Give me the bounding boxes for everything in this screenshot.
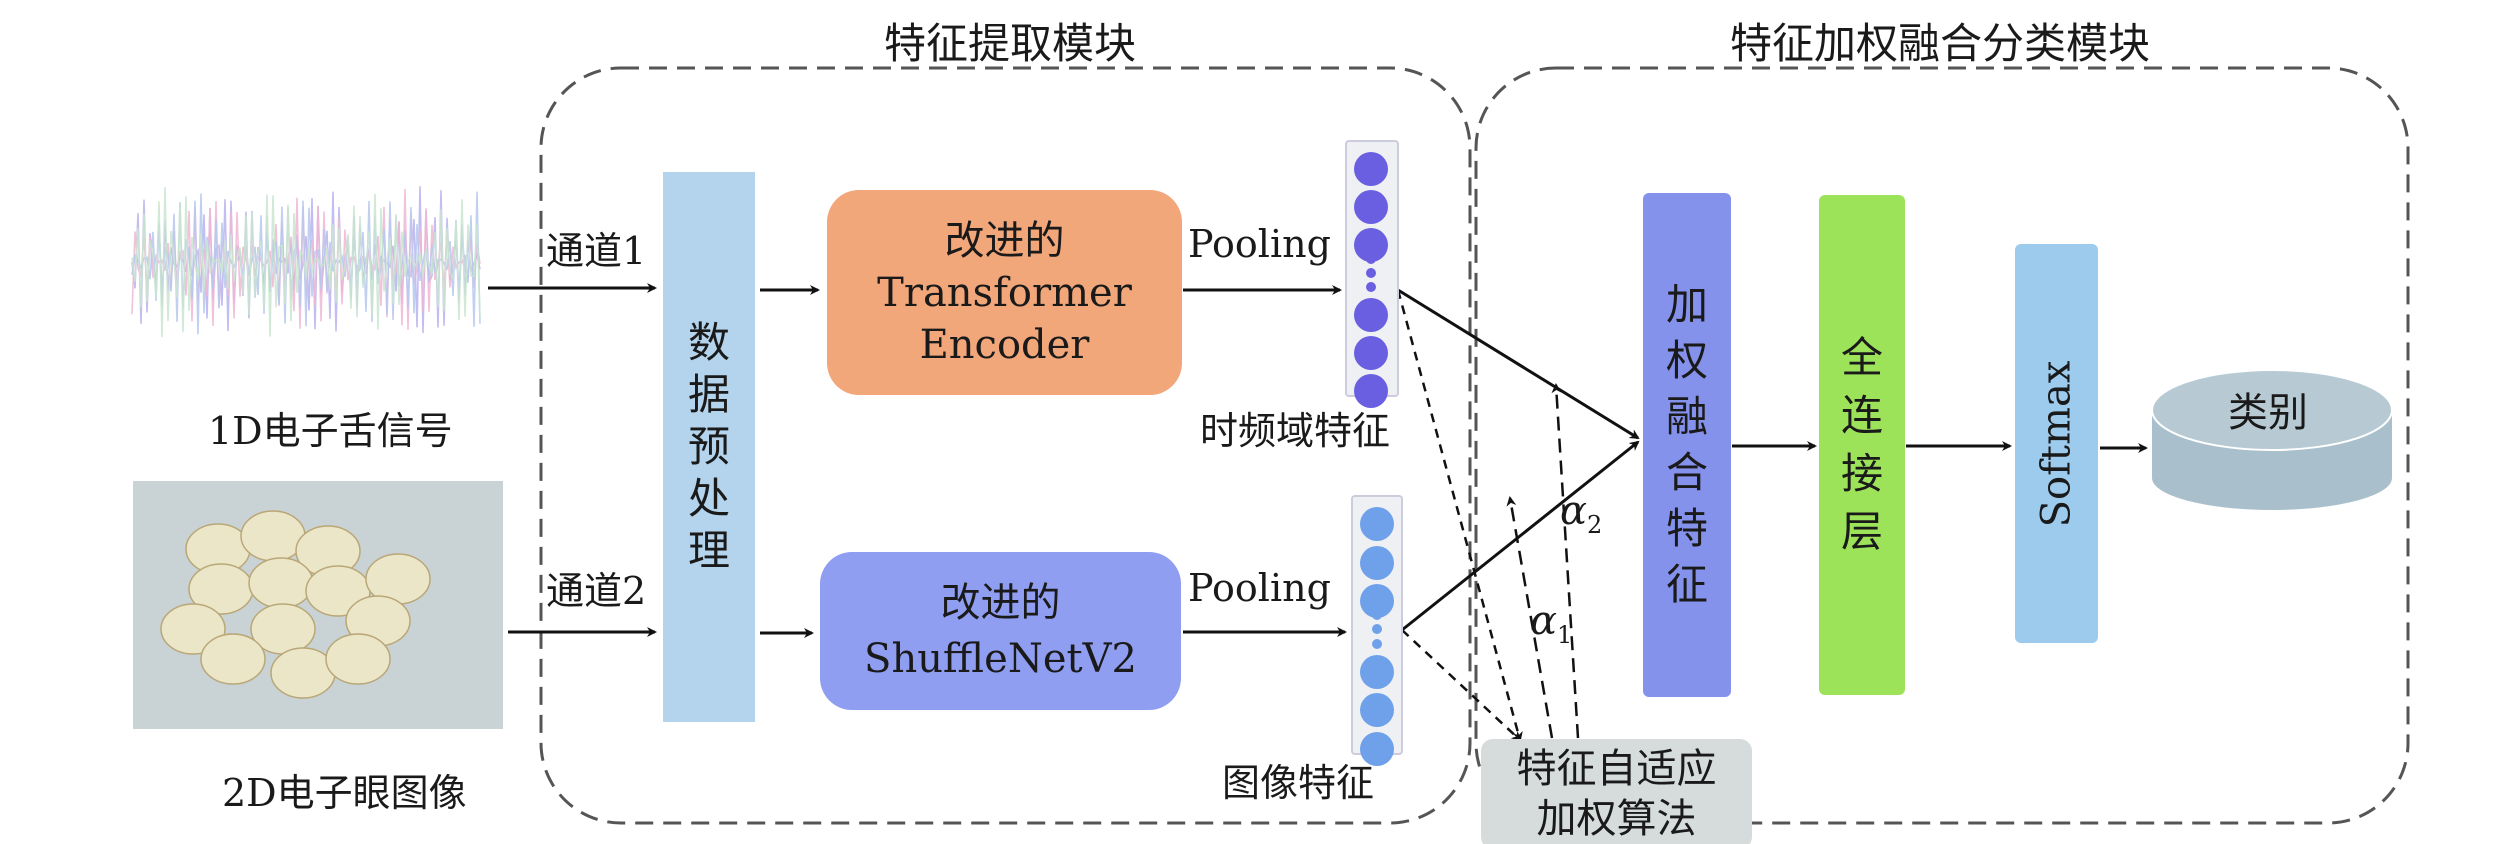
time-freq-feature-label: 时频域特征 xyxy=(1200,409,1391,453)
fc-label: 全连接层 xyxy=(1841,329,1883,561)
channel1-label: 通道1 xyxy=(546,229,647,273)
ellipsis-dot xyxy=(1372,624,1382,635)
image-to-adaptive-dashed xyxy=(1401,629,1522,742)
output-class-label: 类别 xyxy=(2228,390,2308,436)
feature-node xyxy=(1354,374,1388,408)
softmax-block: Softmax xyxy=(2015,244,2098,643)
feature-node xyxy=(1354,190,1388,224)
fully-connected-layer-block: 全连接层 xyxy=(1819,195,1905,695)
image-to-fusion-arrow xyxy=(1401,440,1640,632)
lotus-seed-photo xyxy=(133,481,503,729)
time-freq-to-fusion-arrow xyxy=(1397,288,1640,440)
seed xyxy=(200,633,266,685)
fusion-char: 特 xyxy=(1665,504,1708,553)
feature-extraction-module-border xyxy=(539,66,1472,825)
alpha1-dashed-arrow xyxy=(1506,496,1554,739)
pooling-top-label: Pooling xyxy=(1188,222,1331,266)
preprocess-char: 理 xyxy=(687,526,730,575)
weighted-fusion-feature-block: 加权融合特征 xyxy=(1643,193,1731,697)
preprocess-label: 数据预处理 xyxy=(688,317,730,577)
ellipsis-dot xyxy=(1366,254,1376,264)
feature-node xyxy=(1360,731,1394,766)
preprocess-char: 处 xyxy=(687,474,730,523)
alpha2-label: α2 xyxy=(1560,488,1602,539)
adaptive-line1: 特征自适应 xyxy=(1516,746,1717,792)
adaptive-line2: 加权算法 xyxy=(1536,796,1697,842)
pooling-bottom-label: Pooling xyxy=(1188,566,1331,610)
fusion-char: 合 xyxy=(1665,448,1708,497)
transformer-line3: Encoder xyxy=(919,321,1090,368)
ellipsis-dot xyxy=(1372,638,1382,649)
transformer-line2: Transformer xyxy=(877,269,1132,316)
output-cylinder xyxy=(2151,369,2393,510)
preprocess-char: 数 xyxy=(687,318,730,367)
fusion-char: 权 xyxy=(1665,336,1708,385)
preprocess-block: 数据预处理 xyxy=(663,172,755,722)
seed xyxy=(248,557,314,609)
fusion-char: 融 xyxy=(1665,392,1708,441)
feature-node xyxy=(1360,693,1394,728)
seed xyxy=(325,633,391,685)
fusion-classification-module-title: 特征加权融合分类模块 xyxy=(1729,19,2151,68)
fc-char: 层 xyxy=(1840,507,1883,556)
alpha1-label: α1 xyxy=(1530,598,1572,649)
transformer-encoder-block: 改进的 Transformer Encoder xyxy=(827,190,1182,395)
channel2-label: 通道2 xyxy=(546,569,647,613)
fusion-char: 征 xyxy=(1665,560,1708,609)
transformer-line1: 改进的 xyxy=(944,217,1065,264)
signal-label: 1D电子舌信号 xyxy=(208,409,453,453)
image-feature-vector xyxy=(1351,495,1403,766)
feature-node xyxy=(1354,336,1388,370)
image-label: 2D电子眼图像 xyxy=(222,771,467,815)
shufflenet-line1: 改进的 xyxy=(940,580,1061,626)
preprocess-char: 预 xyxy=(687,422,730,471)
ellipsis-dot xyxy=(1366,268,1376,278)
fusion-classification-module-border xyxy=(1474,66,2410,825)
alpha2-symbol: α xyxy=(1560,488,1588,534)
alpha2-dashed-arrow xyxy=(1551,383,1580,739)
fc-char: 连 xyxy=(1840,391,1883,440)
feature-node xyxy=(1360,507,1394,542)
alpha1-symbol: α xyxy=(1530,598,1558,644)
time-freq-to-adaptive-dashed xyxy=(1396,289,1523,742)
image-feature-label: 图像特征 xyxy=(1222,761,1375,805)
feature-node xyxy=(1354,298,1388,332)
feature-node xyxy=(1354,152,1388,186)
softmax-label: Softmax xyxy=(2033,360,2080,527)
adaptive-weighting-block: 特征自适应 加权算法 xyxy=(1481,739,1752,844)
seeds-drawing xyxy=(160,510,431,699)
alpha2-subscript: 2 xyxy=(1587,511,1603,539)
fusion-char: 加 xyxy=(1665,280,1708,329)
feature-extraction-module-title: 特征提取模块 xyxy=(883,19,1137,68)
fc-char: 接 xyxy=(1840,449,1883,498)
fusion-label: 加权融合特征 xyxy=(1666,277,1708,613)
shufflenet-line2: ShuffleNetV2 xyxy=(864,636,1137,682)
shufflenet-block: 改进的 ShuffleNetV2 xyxy=(820,552,1181,710)
seed xyxy=(270,647,336,699)
waveform-trace xyxy=(131,187,481,338)
ellipsis-dot xyxy=(1372,610,1382,621)
time-freq-feature-vector xyxy=(1345,140,1399,408)
feature-node xyxy=(1360,654,1394,689)
signal-waveform xyxy=(131,186,481,338)
ellipsis-dot xyxy=(1366,282,1376,292)
alpha1-subscript: 1 xyxy=(1557,621,1573,649)
preprocess-char: 据 xyxy=(687,370,730,419)
fc-char: 全 xyxy=(1840,333,1883,382)
feature-node xyxy=(1360,545,1394,580)
